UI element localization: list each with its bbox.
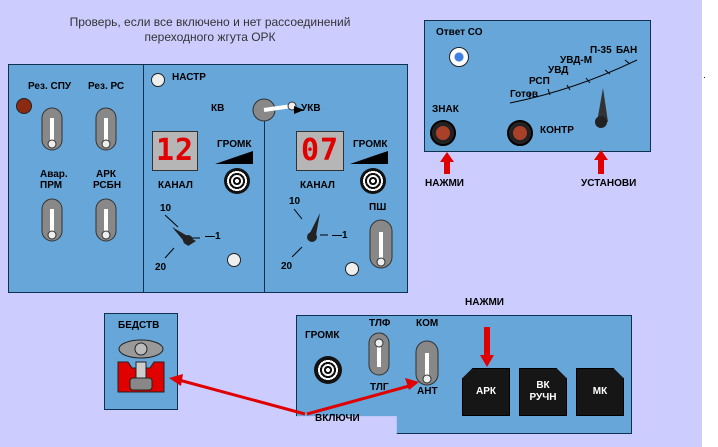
psh-label: ПШ [369,202,387,213]
vkluchi-hint: ВКЛЮЧИ [315,413,360,424]
gromk-right-label: ГРОМК [353,139,388,150]
kanal-right-label: КАНАЛ [300,180,335,191]
avar-label-1: Авар. [40,169,68,180]
kanal-left-label: КАНАЛ [158,180,193,191]
kontr-button[interactable] [507,120,533,146]
dial-left-10: 10 [160,203,172,214]
kom-label: КОМ [416,318,439,329]
ark-rsbn-label-1: АРК [96,169,116,180]
tlg-label: ТЛГ [370,382,389,393]
volume-wedge-left-icon [215,151,253,164]
otvet-so-lamp [449,47,469,67]
vk-ruchn-button[interactable]: ВК РУЧН [519,368,567,416]
tlf-tlg-toggle[interactable] [367,331,391,377]
ark-rsbn-label-2: РСБН [93,180,122,191]
stray-dot: . [703,70,706,81]
right-margin [702,0,718,447]
ark-gromk-label: ГРОМК [305,330,340,341]
scale-rsp: РСП [529,76,550,87]
mode-scale-arc [509,59,638,104]
ark-button-label: АРК [476,386,496,397]
lamp-right-bottom [345,262,359,276]
kv-ukv-switch[interactable] [248,96,298,124]
avar-label-2: ПРМ [40,180,63,191]
ukv-label: УКВ [301,103,321,114]
channel-display-right: 07 [296,131,344,171]
scale-uvd: УВД [548,65,569,76]
ant-label: АНТ [417,386,438,397]
ark-volume-knob[interactable] [314,356,342,384]
znak-button[interactable] [430,120,456,146]
kv-label: КВ [211,103,225,114]
volume-wedge-right-icon [350,151,388,164]
otvet-so-label: Ответ СО [436,27,483,38]
gromk-left-label: ГРОМК [217,139,252,150]
vkluchi-arrows-icon [169,374,419,416]
mode-selector-knob[interactable] [588,86,612,130]
dial-left-20: 20 [155,262,167,273]
nazhmi-hint-2: НАЖМИ [465,297,504,308]
nastr-lamp [151,73,165,87]
nastr-label: НАСТР [172,72,206,83]
vk-button-label-2: РУЧН [529,392,557,403]
answer-panel [424,20,651,152]
dial-left-1: —1 [205,231,221,242]
scale-uvd-m: УВД-М [560,55,593,66]
res-spu-label: Рез. СПУ [28,81,72,92]
scale-p35: П-35 [590,45,612,56]
dial-right-10: 10 [289,196,301,207]
channel-dial-right[interactable] [288,205,338,260]
bedstv-switch-guard[interactable] [114,336,168,394]
channel-dial-left[interactable] [160,213,210,263]
mk-button[interactable]: МК [576,368,624,416]
instruction-text: Проверь, если все включено и нет рассоед… [40,15,380,45]
radio-divider [264,104,265,293]
ark-button[interactable]: АРК [462,368,510,416]
instruction-line-2: переходного жгута ОРК [144,30,276,44]
avar-prm-toggle[interactable] [40,197,64,243]
warning-lamp [16,98,32,114]
ustanovi-hint: УСТАНОВИ [581,178,637,189]
bedstv-label: БЕДСТВ [118,320,160,331]
dial-right-1: —1 [332,230,348,241]
instruction-line-1: Проверь, если все включено и нет рассоед… [69,15,351,29]
scale-gotov: Готов [510,89,539,100]
psh-toggle[interactable] [368,218,394,270]
lamp-left-bottom [227,253,241,267]
mk-button-label: МК [592,386,608,397]
volume-knob-right[interactable] [360,168,386,194]
bedstv-panel [104,313,178,410]
dial-right-20: 20 [281,261,293,272]
arrow-ustanovi-icon [594,150,608,174]
nazhmi-hint-1: НАЖМИ [425,178,464,189]
arrow-ark-icon [480,327,494,367]
znak-label: ЗНАК [432,104,459,115]
kontr-label: КОНТР [540,125,574,136]
kom-ant-toggle[interactable] [414,339,440,387]
ark-rsbn-toggle[interactable] [94,197,118,243]
ukv-arrow-icon [294,106,304,114]
res-rs-toggle[interactable] [94,106,118,152]
tlf-label: ТЛФ [369,318,391,329]
arrow-znak-icon [440,152,454,174]
scale-ban: БАН [616,45,638,56]
channel-display-left: 12 [152,131,198,171]
res-rs-label: Рез. РС [88,81,125,92]
volume-knob-left[interactable] [224,168,250,194]
vk-button-label-1: ВК [536,380,550,391]
res-spu-toggle[interactable] [40,106,64,152]
